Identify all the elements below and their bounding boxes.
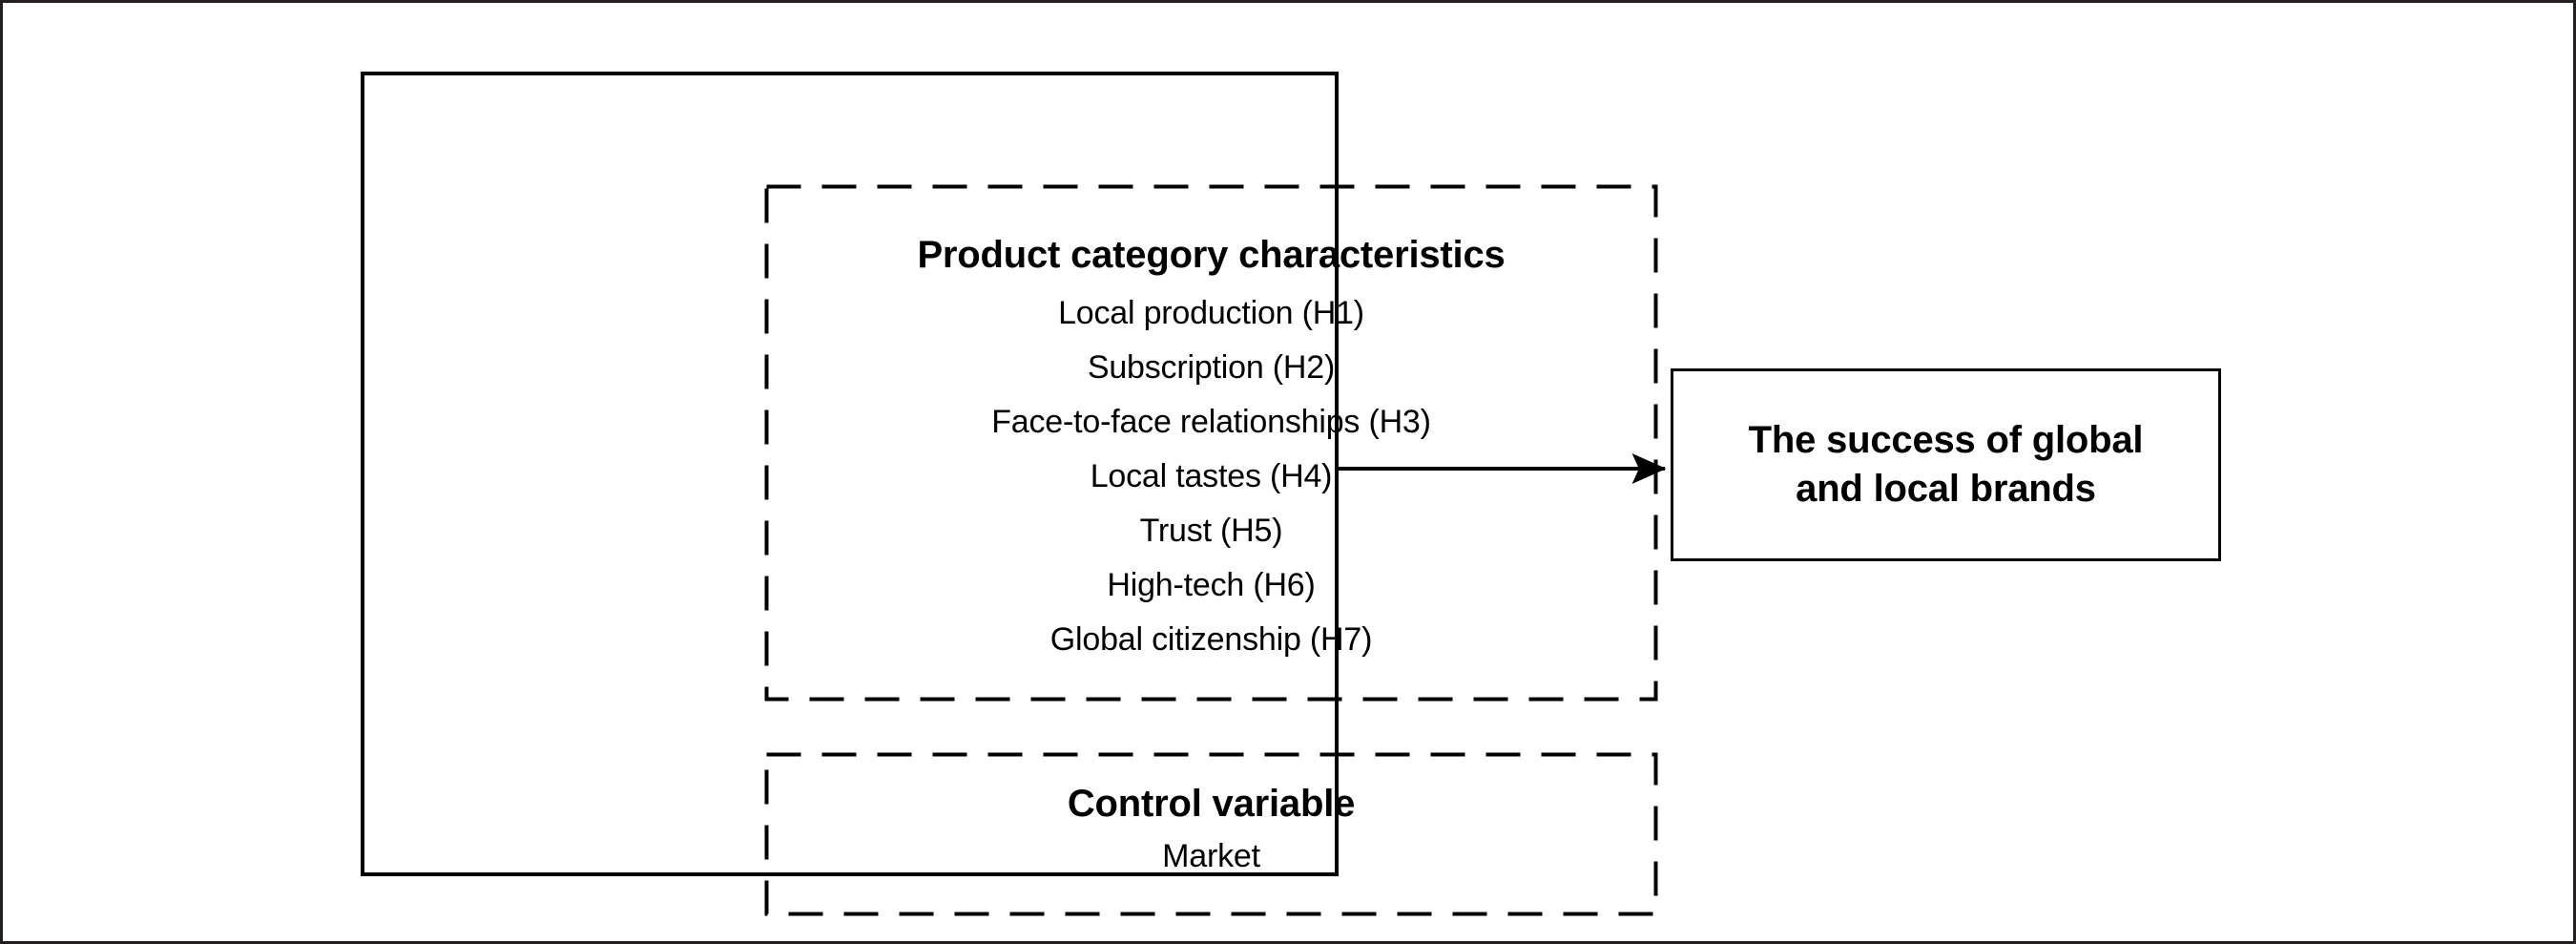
panel-product-category-characteristics: Product category characteristics Local p…: [764, 184, 1658, 702]
factor-item: Trust (H5): [1139, 513, 1283, 549]
factor-item: Face-to-face relationships (H3): [991, 404, 1431, 440]
dashed-border-control: [764, 752, 1658, 916]
antecedent-container: Product category characteristics Local p…: [361, 72, 1658, 916]
factor-list-characteristics: Local production (H1) Subscription (H2) …: [765, 286, 1657, 667]
factor-list-control: Market: [765, 833, 1657, 879]
panel-heading-characteristics: Product category characteristics: [917, 234, 1506, 276]
factor-item: Local tastes (H4): [1090, 458, 1333, 494]
factor-item: Global citizenship (H7): [1049, 621, 1373, 658]
influence-arrow: [1337, 453, 1667, 484]
factor-item: Local production (H1): [1058, 295, 1364, 331]
factor-item: High-tech (H6): [1107, 567, 1316, 603]
outcome-construct-box: The success of global and local brands: [1671, 368, 2221, 561]
factor-item: Subscription (H2): [1087, 349, 1336, 386]
factor-item: Market: [1162, 838, 1260, 874]
outcome-line-1: The success of global: [1748, 418, 2144, 461]
panel-heading-control: Control variable: [1067, 783, 1356, 825]
panel-control-variable: Control variable Market: [764, 752, 1658, 916]
outcome-construct-label: The success of global and local brands: [1724, 416, 2169, 514]
dashed-border-characteristics: [764, 184, 1658, 702]
outcome-line-2: and local brands: [1796, 468, 2096, 510]
